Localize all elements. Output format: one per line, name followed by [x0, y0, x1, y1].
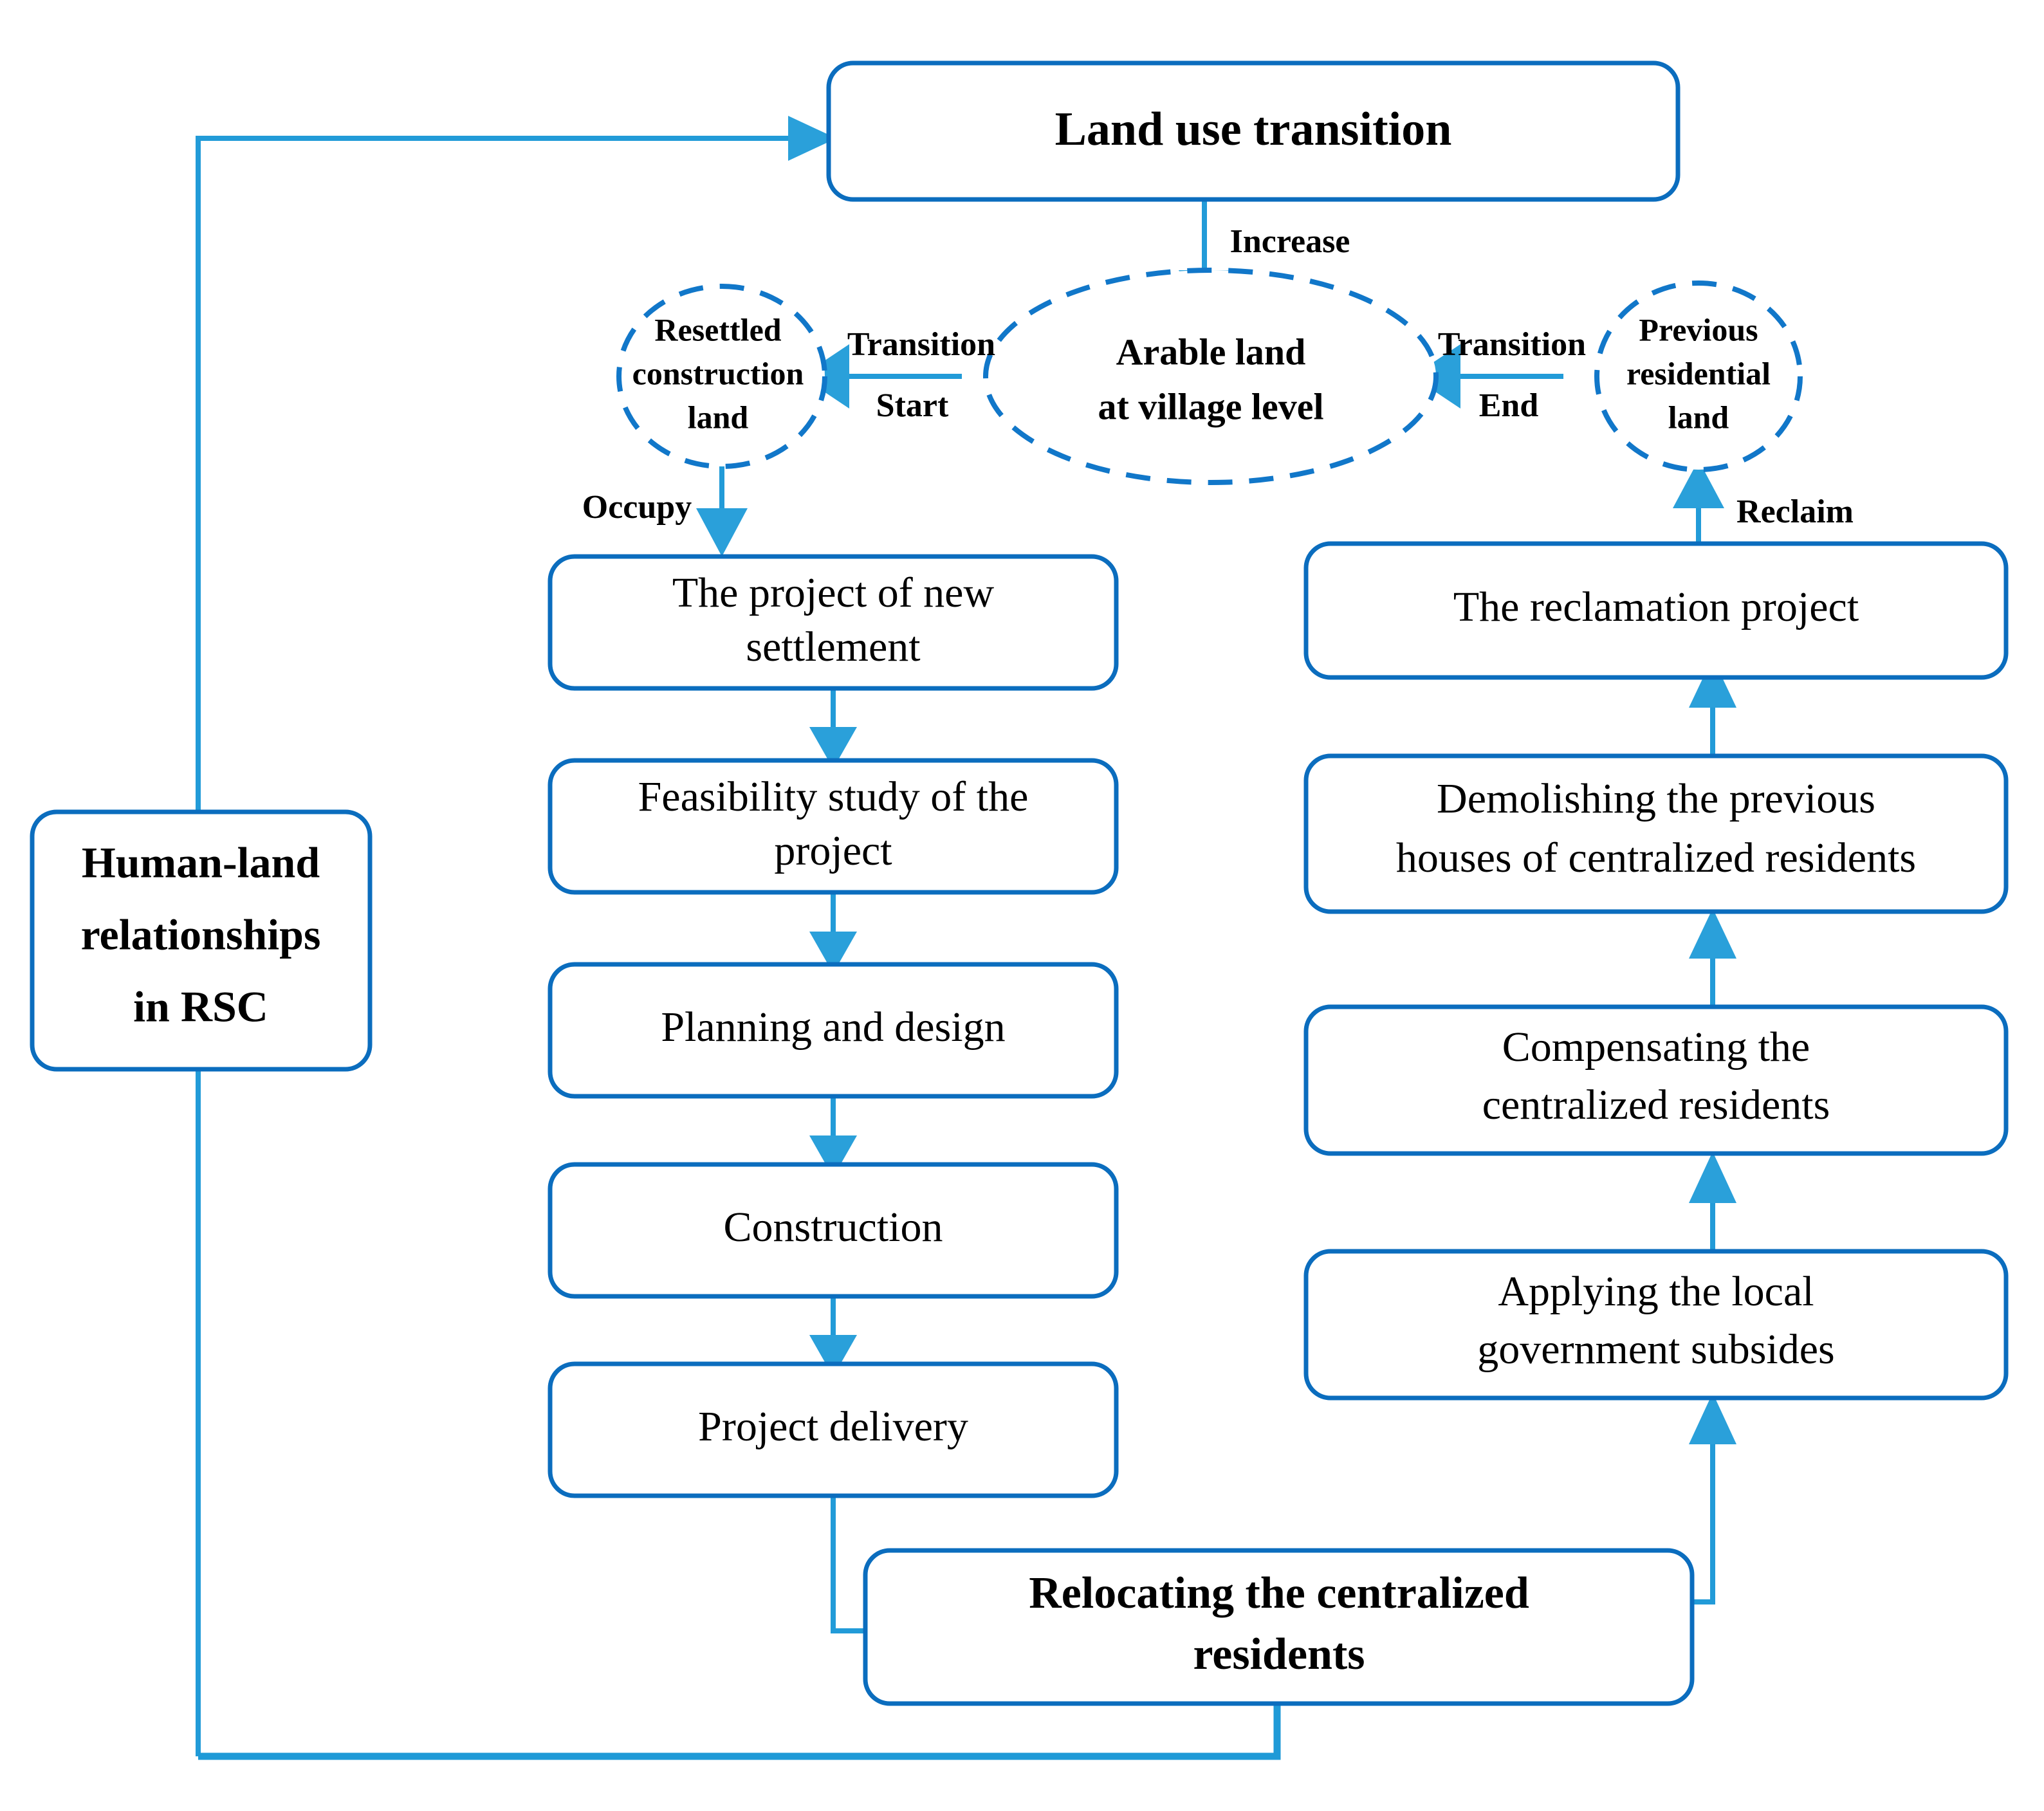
construction-box[interactable] [548, 1162, 1119, 1299]
connector-occupy [696, 462, 748, 556]
relocating-residents-box[interactable] [863, 1548, 1695, 1706]
previous-line3: land [1668, 399, 1729, 435]
human-land-line2: relationships [81, 910, 321, 959]
connector-relocating-to-applying [1689, 1393, 1736, 1604]
resettled-line1: Resettled [654, 311, 781, 347]
node-human-land-relationships[interactable]: Human-land relationships in RSC [30, 809, 373, 1072]
node-arable-land[interactable]: Arable land at village level [983, 268, 1439, 485]
edge-label-transition-start-line1: Transition [847, 326, 995, 363]
project-delivery-box[interactable] [548, 1361, 1119, 1498]
new-settlement-line1: The project of new [672, 569, 995, 616]
connector-right-2 [1689, 908, 1736, 1007]
applying-subsides-line1: Applying the local [1498, 1268, 1814, 1315]
human-land-line3: in RSC [133, 982, 268, 1031]
node-construction[interactable]: Construction [548, 1162, 1119, 1299]
node-resettled-construction-land[interactable]: Resettled construction land [616, 284, 827, 469]
reclamation-project-line1: The reclamation project [1453, 584, 1859, 630]
reclamation-project-box[interactable] [1303, 541, 2009, 680]
feasibility-study-line1: Feasibility study of the [638, 773, 1029, 820]
node-feasibility-study[interactable]: Feasibility study of the project [548, 758, 1119, 895]
project-delivery-line1: Project delivery [698, 1403, 968, 1450]
resettled-construction-land-ellipse[interactable] [616, 284, 827, 469]
previous-residential-land-ellipse[interactable] [1594, 280, 1803, 472]
human-land-line1: Human-land [82, 838, 320, 887]
node-new-settlement[interactable]: The project of new settlement [548, 554, 1119, 691]
new-settlement-line2: settlement [746, 623, 920, 670]
applying-subsides-line2: government subsides [1477, 1326, 1834, 1373]
node-previous-residential-land[interactable]: Previous residential land [1594, 280, 1803, 472]
arable-line2: at village level [1098, 385, 1323, 427]
land-use-transition-label: Land use transition [1055, 103, 1452, 156]
construction-line1: Construction [724, 1204, 943, 1251]
connector-right-1 [1689, 1152, 1736, 1251]
resettled-line3: land [688, 399, 749, 435]
compensating-residents-line2: centralized residents [1482, 1081, 1830, 1128]
node-compensating-residents[interactable]: Compensating the centralized residents [1303, 1004, 2009, 1156]
connector-left-4 [809, 1294, 857, 1377]
applying-subsides-box[interactable] [1303, 1249, 2009, 1401]
land-use-transition-box[interactable] [826, 60, 1680, 202]
connector-delivery-to-relocating [831, 1493, 865, 1633]
node-planning-design[interactable]: Planning and design [548, 962, 1119, 1099]
relocating-residents-line2: residents [1193, 1630, 1365, 1679]
feasibility-study-line2: project [774, 827, 892, 874]
node-land-use-transition[interactable]: Land use transition [826, 60, 1680, 202]
demolishing-houses-line1: Demolishing the previous [1437, 775, 1875, 822]
arable-land-ellipse[interactable] [983, 268, 1439, 485]
planning-design-line1: Planning and design [661, 1004, 1005, 1051]
connector-left-2 [809, 891, 857, 973]
arable-line1: Arable land [1116, 331, 1306, 372]
planning-design-box[interactable] [548, 962, 1119, 1099]
connector-left-3 [809, 1095, 857, 1177]
node-project-delivery[interactable]: Project delivery [548, 1361, 1119, 1498]
resettled-line2: construction [632, 355, 804, 391]
edge-label-transition-end-line2: End [1479, 387, 1539, 424]
edge-label-transition-end-line1: Transition [1438, 326, 1586, 363]
node-demolishing-houses[interactable]: Demolishing the previous houses of centr… [1303, 753, 2009, 914]
node-reclamation-project[interactable]: The reclamation project [1303, 541, 2009, 680]
node-applying-subsides[interactable]: Applying the local government subsides [1303, 1249, 2009, 1401]
node-relocating-residents[interactable]: Relocating the centralized residents [863, 1548, 1695, 1706]
previous-line1: Previous [1639, 311, 1758, 347]
edge-label-transition-start-line2: Start [876, 387, 949, 424]
connector-reclaim [1673, 460, 1724, 544]
previous-line2: residential [1626, 355, 1771, 391]
feasibility-study-box[interactable] [548, 758, 1119, 895]
edge-label-increase: Increase [1230, 223, 1350, 260]
relocating-residents-line1: Relocating the centralized [1029, 1568, 1529, 1618]
edge-label-occupy: Occupy [582, 489, 692, 526]
demolishing-houses-line2: houses of centralized residents [1396, 834, 1916, 881]
connector-right-3 [1689, 657, 1736, 756]
compensating-residents-box[interactable] [1303, 1004, 2009, 1156]
human-land-relationships-box[interactable] [30, 809, 373, 1072]
compensating-residents-line1: Compensating the [1502, 1024, 1810, 1071]
connector-feedback-left [196, 116, 836, 1756]
edge-label-reclaim: Reclaim [1736, 493, 1854, 530]
demolishing-houses-box[interactable] [1303, 753, 2009, 914]
new-settlement-box[interactable] [548, 554, 1119, 691]
connector-left-1 [809, 687, 857, 769]
